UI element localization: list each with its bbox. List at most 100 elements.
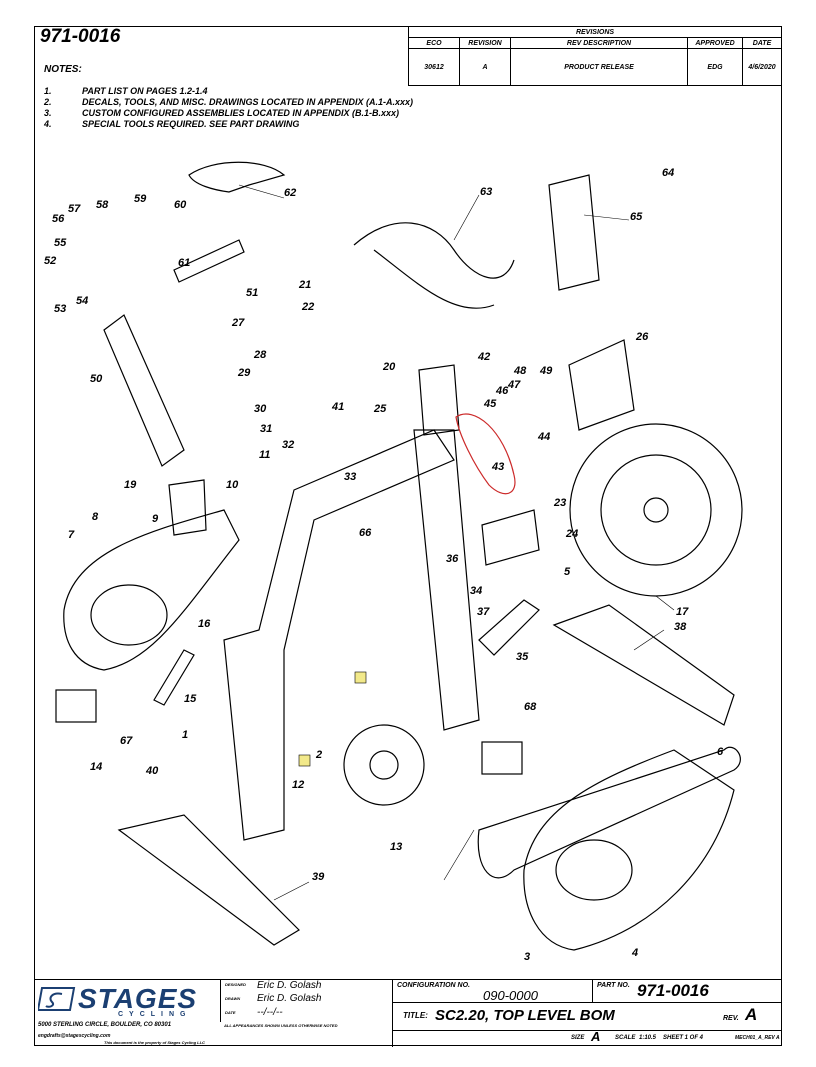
company-cell: STAGES CYCLING 5000 STERLING CIRCLE, BOU… — [34, 980, 220, 1047]
date-label: DATE — [225, 1010, 236, 1015]
title-cell: TITLE: SC2.20, TOP LEVEL BOM REV. A — [392, 1002, 782, 1030]
front-stabilizer — [117, 814, 300, 946]
seat-slider — [173, 239, 245, 283]
handlebar-post — [548, 174, 600, 291]
rev-description: PRODUCT RELEASE — [510, 48, 688, 86]
callout-1: 1 — [182, 729, 188, 741]
callout-23: 23 — [553, 497, 566, 509]
handlebar — [353, 222, 515, 309]
callout-3: 3 — [524, 951, 530, 963]
callout-11: 11 — [259, 449, 270, 461]
callout-28: 28 — [253, 349, 267, 361]
note-1: 1.PART LIST ON PAGES 1.2-1.4 — [44, 86, 208, 96]
scale-label: SCALE — [615, 1035, 636, 1041]
rev-header-date: DATE — [742, 37, 782, 49]
config-value: 090-0000 — [483, 988, 538, 1003]
revision-table: REVISIONS ECO REVISION REV DESCRIPTION A… — [408, 26, 782, 86]
rear-stabilizer — [552, 604, 735, 726]
pedal-left — [55, 689, 97, 723]
callout-37: 37 — [477, 606, 490, 618]
drawn-label: DRAWN — [225, 996, 241, 1001]
belt — [477, 746, 741, 879]
rev-header-revision: REVISION — [459, 37, 511, 49]
callout-5: 5 — [564, 566, 571, 578]
company-sub: CYCLING — [118, 1011, 192, 1018]
chainring — [343, 724, 425, 806]
callout-12: 12 — [292, 779, 304, 791]
cover — [568, 339, 635, 431]
leader — [443, 829, 475, 881]
callout-56: 56 — [52, 213, 65, 225]
pedal-right — [481, 741, 523, 775]
callout-20: 20 — [382, 361, 396, 373]
cover-plate — [168, 479, 207, 536]
callout-33: 33 — [344, 471, 356, 483]
rev-date: 4/6/2020 — [742, 48, 782, 86]
callout-29: 29 — [237, 367, 251, 379]
flywheel-hub — [643, 497, 669, 523]
callout-64: 64 — [662, 167, 674, 179]
drawn-by: Eric D. Golash — [257, 993, 322, 1004]
callout-15: 15 — [184, 693, 197, 705]
crank-arm — [153, 649, 195, 706]
rear-shroud — [523, 749, 735, 951]
title-value: SC2.20, TOP LEVEL BOM — [435, 1007, 615, 1024]
bracket — [481, 509, 540, 566]
callout-67: 67 — [120, 735, 133, 747]
rev-value: A — [745, 1005, 758, 1024]
note-4: 4.SPECIAL TOOLS REQUIRED. SEE PART DRAWI… — [44, 119, 300, 129]
callout-38: 38 — [674, 621, 687, 633]
note-2: 2.DECALS, TOOLS, AND MISC. DRAWINGS LOCA… — [44, 97, 414, 107]
callout-66: 66 — [359, 527, 372, 539]
callout-16: 16 — [198, 618, 211, 630]
special-tool-tag — [354, 671, 367, 684]
saddle — [188, 161, 286, 193]
part-cell: PART NO. 971-0016 — [592, 980, 782, 1002]
callout-6: 6 — [717, 746, 724, 758]
notes-title: NOTES: — [44, 64, 82, 75]
leader — [583, 214, 630, 221]
rear-shroud-disc — [555, 839, 633, 901]
proprietary-note: This document is the property of Stages … — [104, 1040, 205, 1045]
part-value: 971-0016 — [637, 981, 709, 1000]
callout-62: 62 — [284, 187, 296, 199]
company-address: 5000 STERLING CIRCLE, BOULDER, CO 80301 — [38, 1022, 172, 1028]
callout-19: 19 — [124, 479, 137, 491]
callout-61: 61 — [178, 257, 190, 269]
part-label: PART NO. — [597, 982, 630, 989]
callout-26: 26 — [635, 331, 649, 343]
callout-32: 32 — [282, 439, 294, 451]
date-value: --/--/-- — [257, 1007, 283, 1018]
scale-value: 1:10.5 — [639, 1035, 657, 1041]
note-3: 3.CUSTOM CONFIGURED ASSEMBLIES LOCATED I… — [44, 108, 400, 118]
main-frame — [223, 429, 455, 841]
callout-4: 4 — [631, 947, 638, 959]
document-number: 971-0016 — [40, 26, 121, 47]
shroud-disc — [90, 584, 168, 646]
callout-55: 55 — [54, 237, 67, 249]
highlight-markup — [455, 413, 516, 495]
leader — [655, 595, 675, 611]
callout-34: 34 — [470, 585, 482, 597]
callout-40: 40 — [145, 765, 159, 777]
callout-27: 27 — [231, 317, 245, 329]
company-name: STAGES — [78, 983, 198, 1014]
callout-54: 54 — [76, 295, 88, 307]
designed-by: Eric D. Golash — [257, 980, 322, 991]
leader-lines — [238, 184, 675, 901]
callout-9: 9 — [152, 513, 159, 525]
callout-21: 21 — [298, 279, 311, 291]
chainring-hub — [369, 750, 399, 780]
leader — [273, 881, 310, 901]
config-cell: CONFIGURATION NO. 090-0000 — [392, 980, 592, 1003]
callout-30: 30 — [254, 403, 267, 415]
callout-65: 65 — [630, 211, 643, 223]
callout-50: 50 — [90, 373, 103, 385]
size-value: A — [591, 1029, 601, 1044]
leader — [238, 184, 285, 199]
leader — [453, 194, 480, 241]
flywheel-inner — [600, 454, 712, 566]
callout-63: 63 — [480, 186, 492, 198]
rev-label: REV. — [723, 1015, 739, 1022]
